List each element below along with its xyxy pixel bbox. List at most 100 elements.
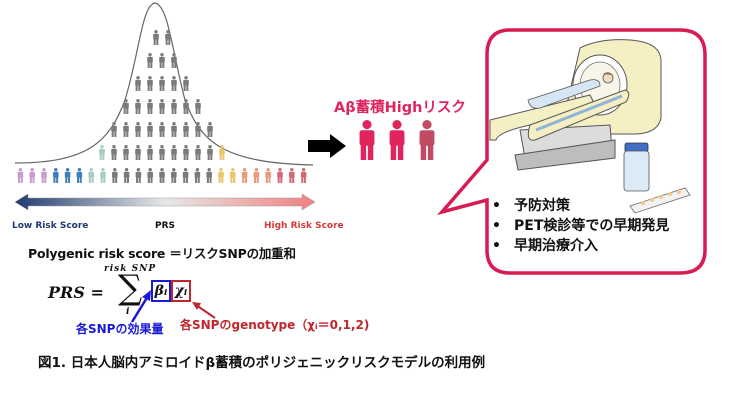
person-figure	[159, 76, 165, 91]
person-figure	[195, 122, 201, 137]
genotype-arrow-head	[192, 302, 201, 310]
bullet-text: 予防対策	[514, 198, 570, 214]
risk-gradient-arrow	[14, 193, 316, 211]
person-figure	[253, 168, 260, 183]
low-risk-label: Low Risk Score	[12, 221, 89, 231]
person-figure	[159, 145, 165, 160]
person-figure	[265, 168, 271, 183]
person-figure	[207, 122, 213, 137]
person-figure	[194, 168, 201, 183]
person-figure	[241, 168, 248, 183]
person-figure	[183, 122, 189, 137]
person-figure	[159, 168, 165, 183]
prs-axis-label: PRS	[155, 221, 176, 231]
person-figure	[88, 168, 94, 183]
person-figure	[147, 99, 153, 114]
person-figure	[171, 76, 177, 91]
person-figure	[135, 99, 141, 114]
formula-title: Polygenic risk score ＝リスクSNPの加重和	[28, 246, 296, 261]
person-figure	[99, 145, 105, 160]
person-figure	[135, 122, 141, 137]
person-figure	[123, 145, 129, 160]
person-figure	[183, 99, 189, 114]
person-figure	[147, 76, 153, 91]
person-figure	[53, 168, 59, 183]
person-figure	[159, 99, 165, 114]
list-item: • 予防対策	[492, 196, 669, 216]
person-figure	[112, 168, 118, 183]
chi-term-box: χᵢ	[171, 280, 191, 302]
person-figure	[64, 168, 71, 183]
person-figure	[135, 145, 141, 160]
person-figure	[171, 99, 177, 114]
population-figures	[17, 30, 307, 183]
person-figure	[171, 122, 177, 137]
bullet-text: PET検診等での早期発見	[514, 218, 670, 234]
person-figure	[219, 145, 225, 160]
person-figure	[195, 145, 201, 160]
person-figure	[147, 53, 153, 68]
person-figure	[147, 168, 153, 183]
effect-size-label: 各SNPの効果量	[76, 322, 164, 336]
person-figure	[147, 122, 153, 137]
pet-scanner-illustration	[489, 39, 662, 171]
person-figure	[17, 168, 24, 183]
person-figure	[135, 168, 142, 183]
person-figure	[230, 168, 236, 183]
high-risk-label: High Risk Score	[264, 221, 344, 231]
person-figure	[289, 168, 295, 183]
person-figure	[100, 168, 106, 183]
list-item: • PET検診等での早期発見	[492, 216, 669, 236]
right-arrow-icon	[308, 134, 346, 158]
high-risk-people	[359, 120, 435, 160]
bullet-glyph: •	[492, 218, 501, 234]
person-figure	[183, 145, 189, 160]
person-figure	[171, 145, 177, 160]
high-risk-person	[419, 120, 435, 160]
person-figure	[195, 99, 201, 114]
effect-arrow	[130, 295, 150, 323]
effect-arrow-head	[142, 290, 151, 301]
bullet-glyph: •	[492, 198, 501, 214]
intervention-list: • 予防対策 • PET検診等での早期発見 • 早期治療介入	[492, 196, 669, 256]
formula-lhs: PRS =	[48, 283, 104, 302]
bullet-glyph: •	[492, 238, 501, 254]
person-figure	[183, 76, 189, 91]
high-risk-person	[359, 120, 375, 160]
person-figure	[218, 168, 224, 183]
person-figure	[123, 168, 130, 183]
person-figure	[147, 145, 153, 160]
figure-caption: 図1. 日本人脳内アミロイドβ蓄積のポリジェニックリスクモデルの利用例	[38, 355, 486, 371]
person-figure	[159, 122, 165, 137]
person-figure	[123, 122, 129, 137]
person-figure	[76, 168, 83, 183]
high-risk-person	[389, 120, 405, 160]
genotype-arrow	[195, 304, 216, 319]
person-figure	[29, 168, 35, 183]
prs-distribution	[14, 2, 316, 211]
person-figure	[171, 168, 177, 183]
person-figure	[300, 168, 307, 183]
person-figure	[123, 99, 129, 114]
person-figure	[111, 122, 117, 137]
person-figure	[41, 168, 47, 183]
genotype-label: 各SNPのgenotype（χᵢ＝0,1,2)	[180, 318, 370, 332]
list-item: • 早期治療介入	[492, 236, 669, 256]
bullet-text: 早期治療介入	[514, 238, 598, 254]
person-figure	[165, 30, 171, 45]
high-risk-heading: Aβ蓄積Highリスク	[334, 100, 466, 116]
bell-curve	[14, 2, 314, 166]
person-figure	[159, 53, 165, 68]
person-figure	[277, 168, 283, 183]
person-figure	[182, 168, 189, 183]
medicine-bottle-illustration	[623, 142, 691, 214]
person-figure	[207, 145, 213, 160]
sigma-upper-limit: risk SNP	[104, 264, 157, 274]
person-figure	[111, 145, 117, 160]
person-figure	[153, 30, 159, 45]
sigma-index: i	[126, 307, 130, 317]
person-figure	[171, 53, 177, 68]
person-figure	[135, 76, 141, 91]
annotation-arrows	[130, 290, 216, 323]
